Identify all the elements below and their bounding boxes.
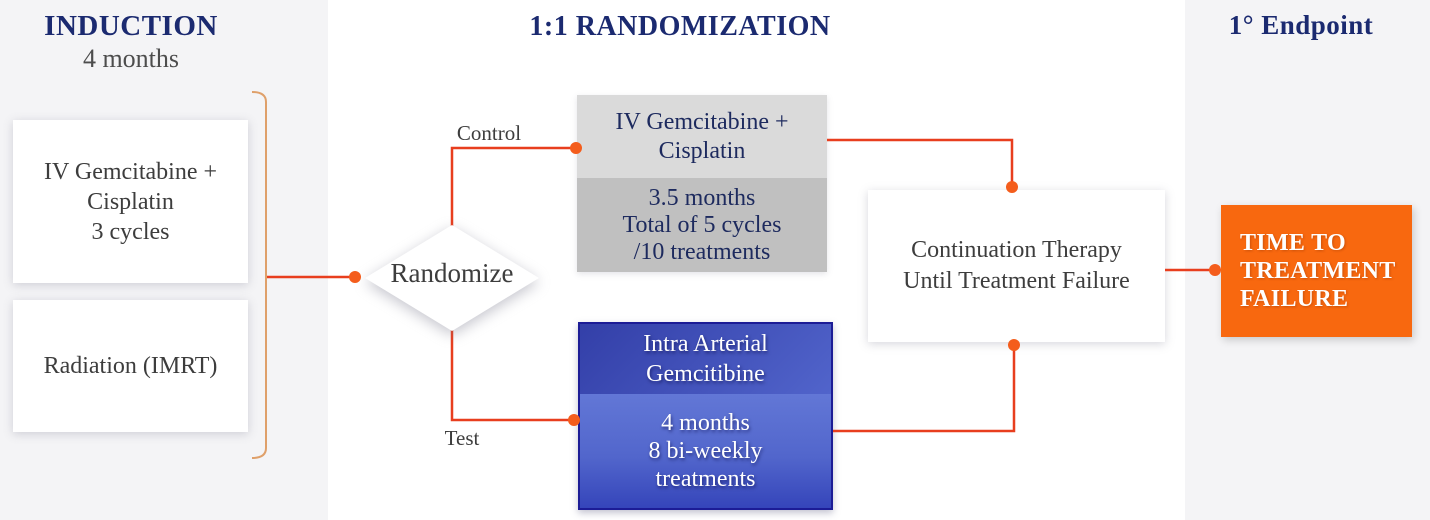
induction-chemo-line: 3 cycles bbox=[91, 218, 170, 245]
endpoint-line: FAILURE bbox=[1240, 286, 1349, 312]
randomization-title: 1:1 RANDOMIZATION bbox=[529, 11, 831, 42]
control-arm-line: IV Gemcitabine + bbox=[615, 108, 789, 135]
control-branch-label: Control bbox=[456, 121, 522, 145]
control-to-continuation-line bbox=[827, 138, 1014, 186]
continuation-line: Continuation Therapy bbox=[911, 237, 1122, 263]
continuation-line: Until Treatment Failure bbox=[903, 268, 1130, 294]
induction-title: INDUCTION bbox=[44, 10, 218, 42]
randomize-label: Randomize bbox=[390, 258, 514, 288]
test-arm-line: Intra Arterial bbox=[643, 331, 768, 357]
test-arm-line: Gemcitibine bbox=[646, 361, 765, 387]
control-branch-line bbox=[450, 146, 575, 228]
test-branch-label: Test bbox=[444, 426, 480, 450]
control-arm-detail-line: Total of 5 cycles bbox=[622, 211, 782, 238]
test-arm-title-section: Intra Arterial Gemcitibine bbox=[580, 324, 831, 394]
control-arm-detail-section: 3.5 months Total of 5 cycles /10 treatme… bbox=[577, 178, 827, 272]
endpoint-line: TREATMENT bbox=[1240, 258, 1396, 284]
control-arm-line: Cisplatin bbox=[658, 137, 746, 164]
induction-chemo-box: IV Gemcitabine + Cisplatin 3 cycles bbox=[13, 120, 248, 283]
test-arm-box: Intra Arterial Gemcitibine 4 months 8 bi… bbox=[578, 322, 833, 510]
continuation-therapy-box: Continuation Therapy Until Treatment Fai… bbox=[868, 190, 1165, 342]
test-arm-detail-line: 4 months bbox=[661, 410, 750, 436]
induction-subtitle: 4 months bbox=[82, 44, 180, 73]
control-arm-title-section: IV Gemcitabine + Cisplatin bbox=[577, 95, 827, 178]
control-arm-detail-line: /10 treatments bbox=[633, 238, 771, 265]
test-to-continuation-line bbox=[833, 346, 1016, 433]
test-arm-detail-line: 8 bi-weekly bbox=[648, 438, 763, 464]
control-arm-box: IV Gemcitabine + Cisplatin 3.5 months To… bbox=[577, 95, 827, 272]
test-arm-detail-section: 4 months 8 bi-weekly treatments bbox=[580, 394, 831, 508]
induction-radiation-line: Radiation (IMRT) bbox=[43, 353, 218, 379]
induction-chemo-line: Cisplatin bbox=[87, 188, 174, 215]
induction-radiation-box: Radiation (IMRT) bbox=[13, 300, 248, 432]
dot-randomize-in bbox=[349, 271, 361, 283]
induction-chemo-line: IV Gemcitabine + bbox=[43, 158, 218, 185]
endpoint-title: 1° Endpoint bbox=[1228, 10, 1374, 40]
endpoint-line: TIME TO bbox=[1240, 230, 1346, 256]
time-to-treatment-failure-box: TIME TO TREATMENT FAILURE bbox=[1221, 205, 1412, 337]
test-branch-line bbox=[450, 328, 572, 422]
test-arm-detail-line: treatments bbox=[655, 466, 756, 492]
control-arm-detail-line: 3.5 months bbox=[648, 184, 756, 211]
